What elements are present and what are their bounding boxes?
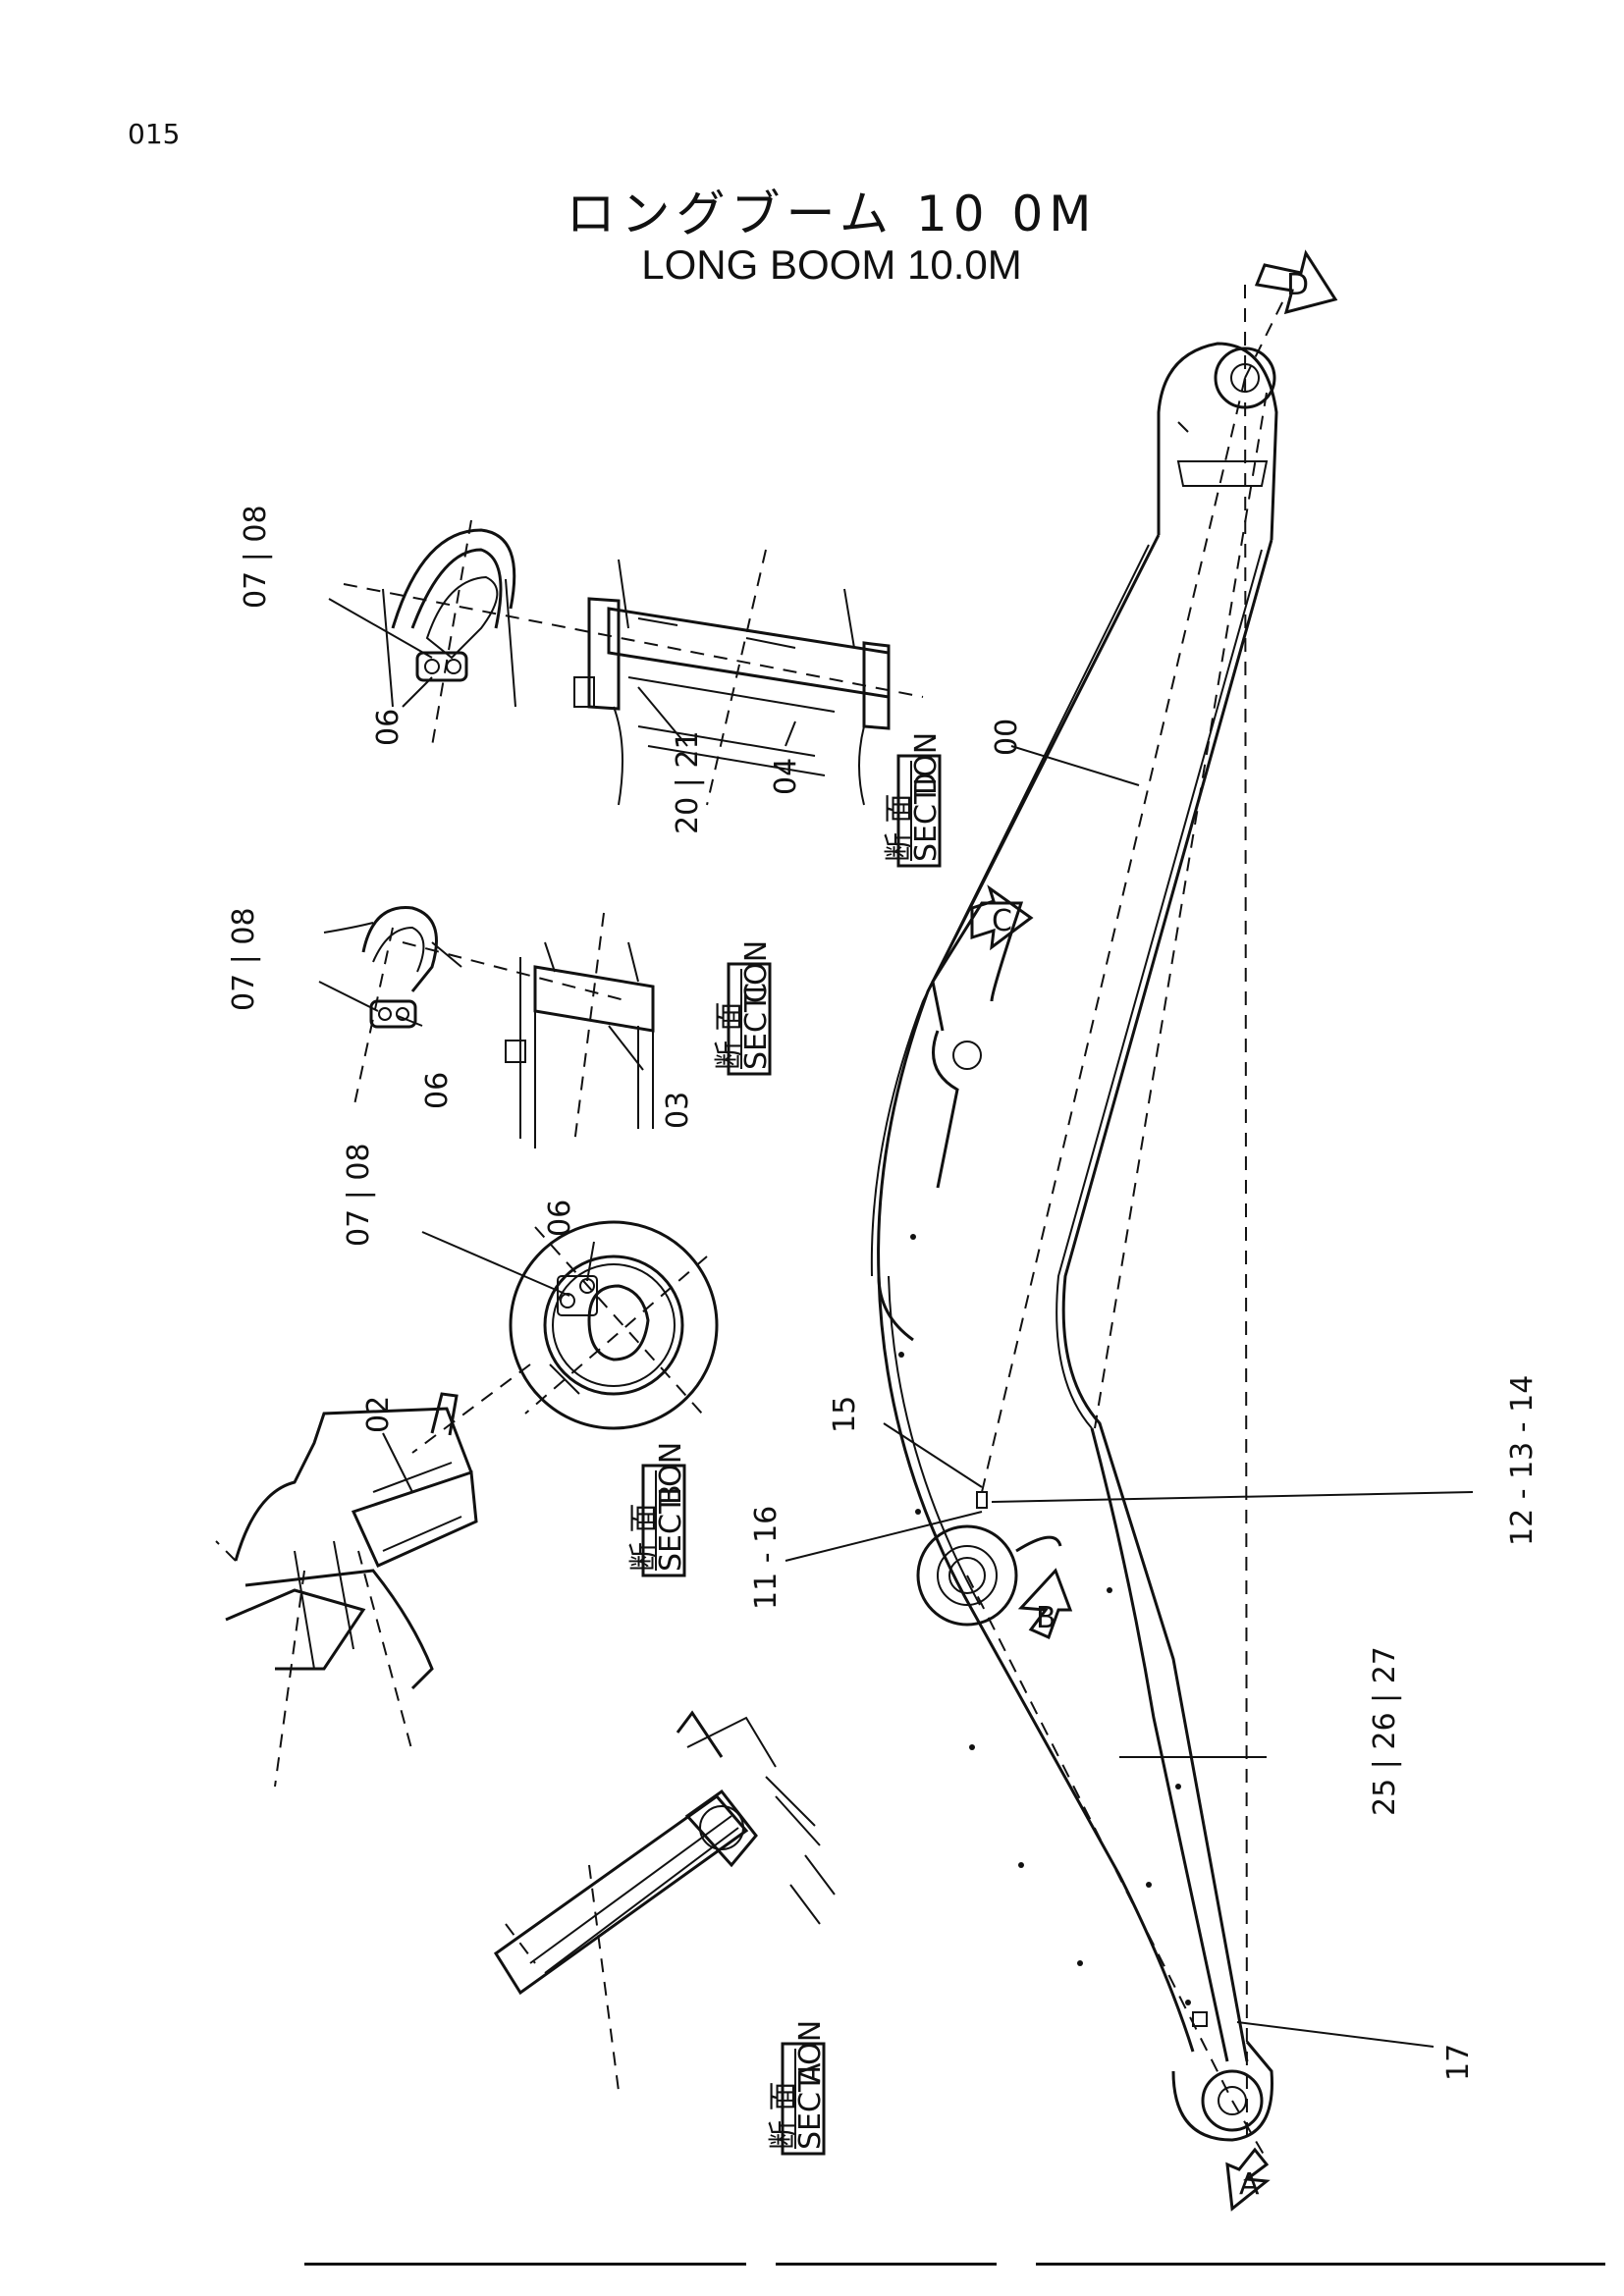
section-d-letter: D bbox=[909, 773, 944, 795]
part-label-15: 15 bbox=[828, 1396, 862, 1433]
part-labels: 00 07 | 08 06 20 | 21 04 07 | 08 06 03 0… bbox=[227, 505, 1540, 2081]
section-d-detail bbox=[343, 519, 924, 806]
view-arrow-c: C bbox=[970, 884, 1034, 951]
part-label-04: 04 bbox=[769, 758, 803, 795]
view-arrow-d: D bbox=[1254, 249, 1338, 315]
view-arrow-a: A bbox=[1225, 2147, 1271, 2212]
title-english: LONG BOOM 10.0M bbox=[641, 241, 1022, 288]
leader-lines bbox=[318, 598, 1474, 2048]
section-a-word: SECTION bbox=[793, 2020, 828, 2150]
part-label-07-08-b: 07 | 08 bbox=[342, 1143, 376, 1247]
part-label-20-21: 20 | 21 bbox=[671, 730, 705, 834]
section-a-letter: A bbox=[793, 2062, 828, 2083]
footer-rule-3 bbox=[1036, 2263, 1605, 2266]
footer-rule-1 bbox=[304, 2263, 746, 2266]
view-arrow-b: B bbox=[1017, 1568, 1073, 1640]
footer-rule-2 bbox=[776, 2263, 997, 2266]
section-b-tag: SECTION 断 面 B bbox=[627, 1442, 688, 1577]
section-b-kanji: 断 面 bbox=[627, 1503, 662, 1572]
section-d-tag: SECTION 断 面 D bbox=[883, 732, 944, 868]
section-b-letter: B bbox=[654, 1484, 688, 1505]
section-c-word: SECTION bbox=[739, 940, 774, 1070]
arrow-label-d: D bbox=[1286, 268, 1309, 302]
section-c-detail bbox=[323, 906, 655, 1148]
arrow-label-c: C bbox=[992, 904, 1012, 938]
section-b-detail bbox=[215, 1220, 719, 1788]
part-label-00: 00 bbox=[990, 719, 1024, 756]
section-c-kanji: 断 面 bbox=[713, 1001, 747, 1070]
section-c-tag: SECTION 断 面 C bbox=[713, 940, 774, 1076]
arrow-label-b: B bbox=[1036, 1601, 1056, 1635]
section-a-kanji: 断 面 bbox=[767, 2081, 801, 2150]
part-label-06-c: 06 bbox=[420, 1072, 455, 1109]
part-label-11-16: 11 - 16 bbox=[749, 1506, 784, 1610]
part-label-07-08-c: 07 | 08 bbox=[227, 907, 261, 1011]
part-label-25-26-27: 25 | 26 | 27 bbox=[1368, 1646, 1402, 1816]
section-d-word: SECTION bbox=[909, 732, 944, 862]
part-label-07-08-d: 07 | 08 bbox=[239, 505, 273, 609]
section-d-kanji: 断 面 bbox=[883, 793, 917, 862]
arrow-label-a: A bbox=[1239, 2167, 1260, 2202]
section-a-tag: SECTION 断 面 A bbox=[767, 2020, 828, 2156]
weld-marks bbox=[898, 1234, 1208, 2027]
boom-body bbox=[870, 284, 1287, 2161]
part-label-02: 02 bbox=[361, 1396, 396, 1433]
part-label-17: 17 bbox=[1441, 2044, 1476, 2081]
section-c-letter: C bbox=[739, 983, 774, 1003]
part-label-06-d: 06 bbox=[371, 709, 406, 746]
section-a-detail bbox=[493, 1710, 836, 2092]
section-b-word: SECTION bbox=[654, 1442, 688, 1572]
part-label-06-b: 06 bbox=[543, 1200, 577, 1237]
part-label-03: 03 bbox=[661, 1092, 695, 1129]
page-number: 015 bbox=[128, 118, 181, 150]
title-japanese: ロングブーム 10 0M bbox=[566, 186, 1098, 242]
part-label-12-13-14: 12 - 13 - 14 bbox=[1505, 1375, 1540, 1546]
